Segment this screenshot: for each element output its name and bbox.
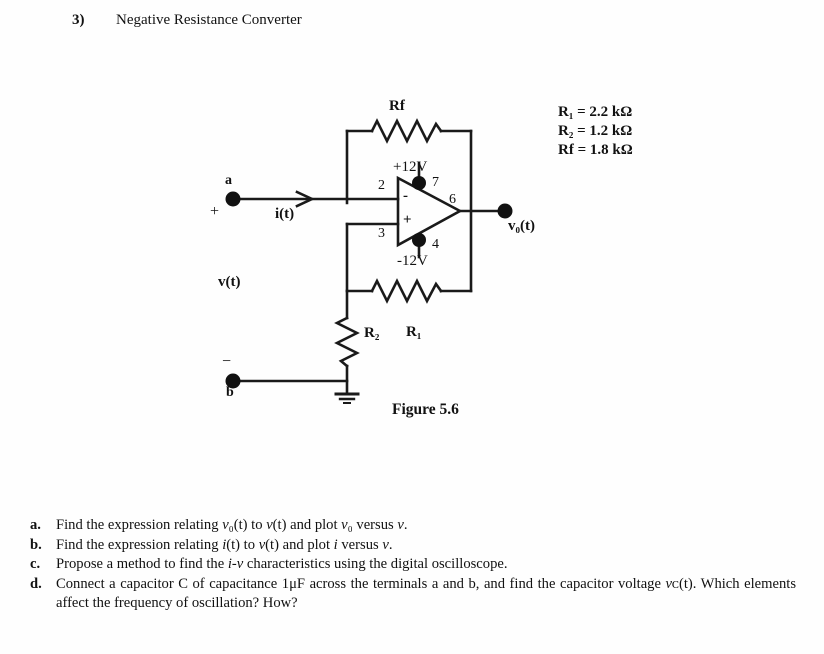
opamp-inverting-sign: - <box>403 188 408 204</box>
question-text-c: Propose a method to find the i-v charact… <box>56 556 508 573</box>
pin-label-inverting: 2 <box>378 178 385 193</box>
label-terminal-a: a <box>225 173 232 188</box>
label-terminal-b-polarity: − <box>222 353 232 370</box>
value-rf: Rf = 1.8 kΩ <box>558 142 633 158</box>
resistor-r1-symbol <box>370 278 443 304</box>
label-terminal-b: b <box>226 385 234 400</box>
question-marker-d: d. <box>30 575 42 592</box>
question-item-b: b. Find the expression relating i(t) to … <box>30 536 796 556</box>
figure-caption: Figure 5.6 <box>392 401 459 418</box>
value-r2: R₂ = 1.2 kΩ <box>558 123 633 139</box>
label-rf: Rf <box>389 98 405 114</box>
value-r1: R₁ = 2.2 kΩ <box>558 104 633 120</box>
label-input-voltage: v(t) <box>218 274 241 290</box>
label-output-voltage: v₀(t) <box>508 218 535 234</box>
schematic-svg <box>225 118 513 404</box>
current-arrow-head <box>295 190 316 208</box>
label-r1: R₁ <box>406 324 422 340</box>
opamp-noninverting-sign: + <box>403 212 412 228</box>
question-item-c: c. Propose a method to find the i-v char… <box>30 555 796 575</box>
label-r2: R₂ <box>364 325 380 341</box>
opamp-triangle <box>396 175 463 248</box>
node-supply-positive <box>412 176 426 190</box>
question-item-d: d. Connect a capacitor C of capacitance … <box>30 575 796 614</box>
problem-number: 3) <box>72 12 85 28</box>
pin-label-vneg: 4 <box>432 237 439 252</box>
question-text-d: Connect a capacitor C of capacitance 1μF… <box>56 575 796 612</box>
resistor-rf-symbol <box>370 118 443 144</box>
problem-title: Negative Resistance Converter <box>116 12 302 28</box>
question-text-a: Find the expression relating v₀(t) to v(… <box>56 517 408 533</box>
label-supply-negative: -12V <box>397 253 428 269</box>
pin-label-output: 6 <box>449 192 456 207</box>
question-marker-a: a. <box>30 517 41 533</box>
pin-label-noninverting: 3 <box>378 226 385 241</box>
label-current: i(t) <box>275 206 295 222</box>
question-text-b: Find the expression relating i(t) to v(t… <box>56 536 393 553</box>
pin-label-vpos: 7 <box>432 175 439 190</box>
node-output <box>497 203 513 219</box>
question-marker-c: c. <box>30 556 41 573</box>
label-supply-positive: +12V <box>393 159 428 175</box>
questions-list: a. Find the expression relating v₀(t) to… <box>30 516 796 614</box>
node-terminal-a <box>225 191 241 207</box>
question-item-a: a. Find the expression relating v₀(t) to… <box>30 516 796 536</box>
resistor-r2-symbol <box>334 316 360 368</box>
component-values-list: R₁ = 2.2 kΩ R₂ = 1.2 kΩ Rf = 1.8 kΩ <box>558 103 633 160</box>
node-supply-negative <box>412 233 426 247</box>
question-marker-b: b. <box>30 536 42 553</box>
node-terminal-b <box>225 373 241 389</box>
label-terminal-a-polarity: + <box>210 203 220 220</box>
problem-heading: 3) Negative Resistance Converter <box>72 12 302 29</box>
circuit-schematic: Rf R₁ R₂ a + b − i(t) v(t) v₀(t) +12V -1… <box>210 98 535 418</box>
